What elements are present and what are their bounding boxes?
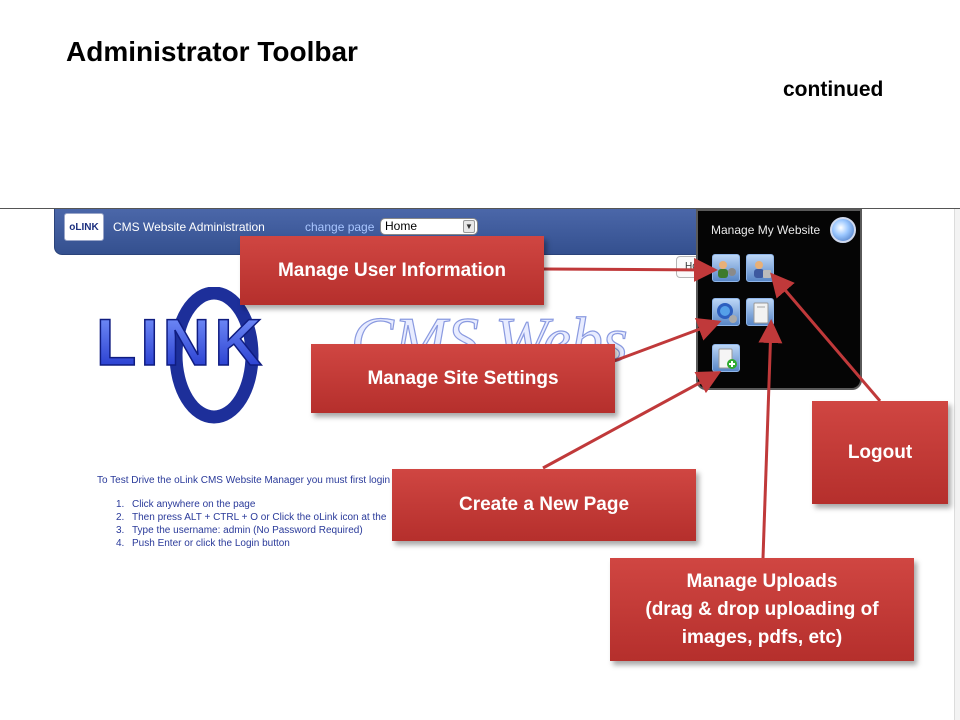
callout-logout: Logout bbox=[812, 401, 948, 504]
callout-uploads-line1: Manage Uploads bbox=[686, 570, 838, 592]
login-steps-list: 1.Click anywhere on the page 2.Then pres… bbox=[116, 499, 386, 551]
manage-users-icon[interactable] bbox=[712, 254, 740, 282]
toolbar-title: Manage My Website bbox=[711, 223, 821, 237]
chevron-down-icon[interactable]: ▼ bbox=[463, 220, 475, 233]
uploads-icon[interactable] bbox=[746, 298, 774, 326]
big-logo-ring bbox=[169, 287, 259, 424]
callout-site-settings: Manage Site Settings bbox=[311, 344, 615, 413]
admin-toolbar-panel: Manage My Website bbox=[696, 209, 862, 390]
slide-title: Administrator Toolbar bbox=[66, 36, 358, 67]
olink-logo-icon[interactable]: oLINK bbox=[64, 213, 104, 241]
page-select-value: Home bbox=[385, 219, 418, 233]
list-item: 4.Push Enter or click the Login button bbox=[116, 538, 290, 549]
site-settings-icon[interactable] bbox=[712, 298, 740, 326]
test-drive-text: To Test Drive the oLink CMS Website Mana… bbox=[97, 475, 391, 486]
list-item: 3.Type the username: admin (No Password … bbox=[116, 525, 363, 536]
logout-icon[interactable] bbox=[746, 254, 774, 282]
callout-uploads: Manage Uploads (drag & drop uploading of… bbox=[610, 558, 914, 661]
list-item: 1.Click anywhere on the page bbox=[116, 499, 256, 510]
callout-manage-user: Manage User Information bbox=[240, 236, 544, 305]
page-select[interactable]: Home ▼ bbox=[380, 218, 478, 235]
new-page-icon[interactable] bbox=[712, 344, 740, 372]
big-logo-text: LINK bbox=[96, 305, 266, 379]
callout-uploads-line2: (drag & drop uploading of bbox=[645, 598, 879, 620]
slide-subtitle: continued bbox=[783, 78, 884, 101]
list-item: 2.Then press ALT + CTRL + O or Click the… bbox=[116, 512, 387, 523]
olink-search-icon[interactable] bbox=[830, 217, 856, 243]
change-page-label: change page bbox=[305, 220, 375, 234]
callout-new-page: Create a New Page bbox=[392, 469, 696, 541]
screenshot-scrollbar bbox=[954, 209, 960, 720]
cms-header-title: CMS Website Administration bbox=[113, 220, 265, 234]
callout-uploads-line3: images, pdfs, etc) bbox=[681, 626, 843, 648]
